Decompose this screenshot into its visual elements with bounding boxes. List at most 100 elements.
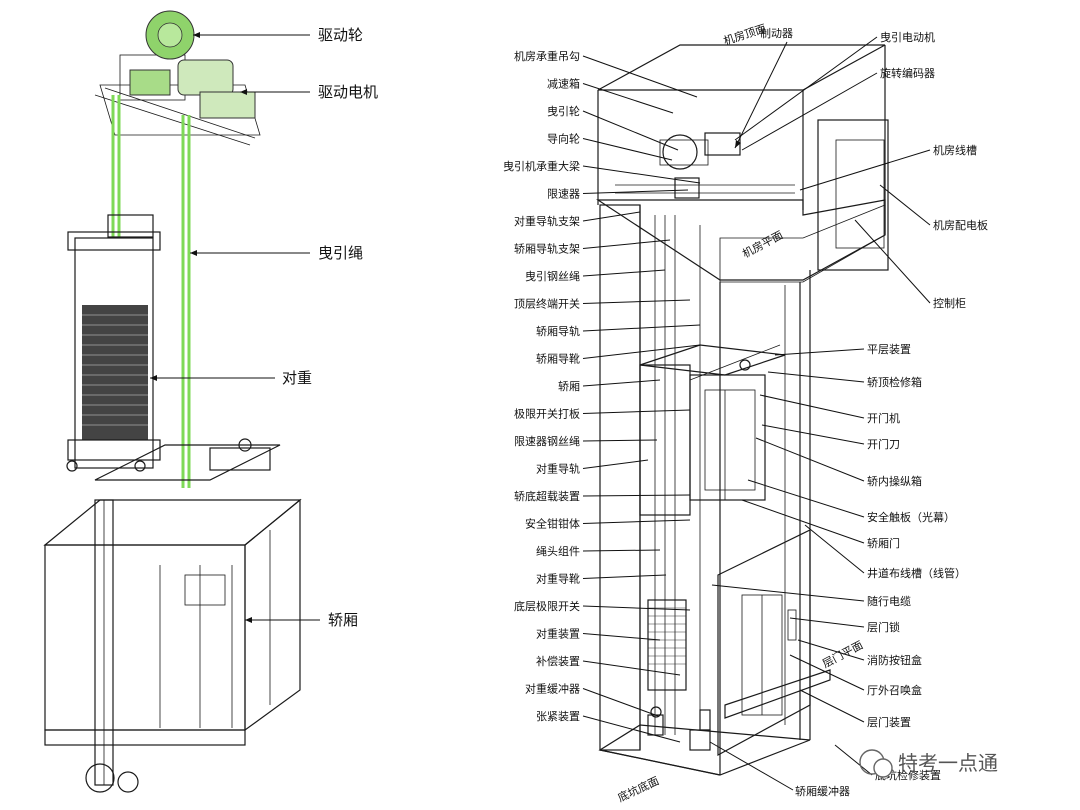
right-left-label-leaders — [582, 55, 701, 743]
leader-left-14 — [582, 439, 658, 442]
landing-door-illustration — [717, 529, 831, 757]
label-left-9: 顶层终端开关 — [514, 297, 580, 311]
label-right-12: 井道布线槽（线管） — [867, 566, 966, 580]
leader-right-7 — [759, 394, 865, 419]
leader-right-1 — [741, 72, 878, 151]
leader-left-16 — [582, 494, 691, 497]
watermark: 特考一点通 — [859, 749, 998, 778]
leader-left-4 — [582, 165, 701, 184]
leader-left-15 — [582, 459, 649, 469]
leader-left-17 — [582, 519, 691, 524]
label-left-5: 限速器 — [547, 188, 580, 201]
leader-left-23 — [582, 688, 659, 717]
label-right-0: 曳引电动机 — [880, 30, 935, 44]
label-car: 轿厢 — [328, 611, 358, 629]
label-left-17: 安全钳钳体 — [525, 517, 580, 531]
leader-left-10 — [582, 324, 701, 332]
right-counterweight-illustration — [647, 599, 687, 691]
label-right-2: 机房线槽 — [933, 143, 977, 157]
leader-left-22 — [582, 660, 681, 676]
label-left-6: 对重导轨支架 — [514, 214, 580, 228]
leader-left-8 — [582, 269, 666, 277]
label-pit-floor: 底坑底面 — [615, 773, 661, 804]
counterweight-illustration — [66, 214, 161, 472]
machine-room-illustration — [595, 44, 889, 283]
leader-left-11 — [582, 344, 701, 359]
leader-right-8 — [761, 424, 865, 445]
label-left-8: 曳引钢丝绳 — [525, 269, 580, 283]
label-traction-rope: 曳引绳 — [318, 244, 363, 262]
leader-right-10 — [747, 479, 865, 518]
leader-left-21 — [582, 633, 661, 641]
label-counterweight: 对重 — [282, 369, 312, 387]
label-left-21: 对重装置 — [536, 627, 580, 641]
leader-left-13 — [582, 409, 691, 414]
right-elevator-drawing: 机房平面 层门平面 底坑底面 机房顶面 制动器 机房承重吊勾减速箱曳引轮导向轮曳… — [503, 21, 988, 805]
leader-left-20 — [582, 605, 691, 611]
label-right-3: 机房配电板 — [933, 218, 988, 232]
label-left-15: 对重导轨 — [536, 462, 580, 476]
label-right-13: 随行电缆 — [867, 594, 911, 608]
leader-right-9 — [755, 437, 865, 482]
label-right-5: 平层装置 — [867, 343, 911, 356]
drive-machine-illustration — [94, 10, 261, 146]
label-right-11: 轿厢门 — [867, 536, 900, 550]
label-right-1: 旋转编码器 — [880, 66, 935, 80]
leader-left-19 — [582, 574, 667, 579]
traction-rope-illustration — [111, 95, 191, 488]
leader-right-4 — [854, 219, 931, 304]
label-right-8: 开门刀 — [867, 437, 900, 451]
leader-right-13 — [711, 584, 865, 602]
leader-right-0 — [734, 36, 878, 141]
car-illustration — [43, 438, 302, 793]
label-drive-wheel: 驱动轮 — [318, 26, 363, 44]
label-right-6: 轿顶检修箱 — [867, 375, 922, 389]
label-brake: 制动器 — [760, 27, 793, 40]
right-right-labels: 曳引电动机旋转编码器机房线槽机房配电板控制柜平层装置轿顶检修箱开门机开门刀轿内操… — [867, 30, 988, 782]
label-machine-room-floor: 机房平面 — [740, 228, 785, 261]
leader-left-12 — [582, 379, 661, 387]
left-elevator-drawing: 驱动轮 驱动电机 曳引绳 对重 轿厢 — [43, 10, 378, 793]
label-left-16: 轿底超载装置 — [514, 489, 580, 503]
label-left-22: 补偿装置 — [536, 654, 580, 668]
leader-right-3 — [879, 184, 931, 226]
label-left-12: 轿厢 — [558, 379, 580, 393]
leader-right-2 — [799, 149, 931, 191]
label-drive-motor: 驱动电机 — [318, 83, 378, 101]
label-right-7: 开门机 — [867, 411, 900, 425]
label-left-11: 轿厢导靴 — [536, 352, 580, 366]
label-left-14: 限速器钢丝绳 — [514, 434, 580, 448]
label-left-3: 导向轮 — [547, 132, 580, 146]
right-left-labels: 机房承重吊勾减速箱曳引轮导向轮曳引机承重大梁限速器对重导轨支架轿厢导轨支架曳引钢… — [503, 49, 580, 723]
label-left-24: 张紧装置 — [536, 710, 580, 723]
label-landing-floor: 层门平面 — [820, 638, 865, 671]
label-left-23: 对重缓冲器 — [525, 682, 580, 696]
leader-left-0 — [582, 55, 698, 98]
right-right-label-leaders — [711, 36, 931, 776]
label-right-14: 层门锁 — [867, 620, 900, 634]
leader-left-5 — [582, 189, 689, 194]
leader-left-6 — [582, 211, 641, 222]
label-left-19: 对重导靴 — [536, 572, 580, 586]
left-label-leaders — [150, 32, 320, 623]
left-labels: 驱动轮 驱动电机 曳引绳 对重 轿厢 — [282, 26, 378, 629]
leader-right-18 — [834, 744, 873, 776]
label-left-10: 轿厢导轨 — [536, 324, 580, 338]
leader-right-12 — [804, 524, 865, 574]
label-car-buffer: 轿厢缓冲器 — [795, 784, 850, 798]
label-left-13: 极限开关打板 — [514, 407, 580, 421]
leader-left-3 — [582, 138, 673, 161]
label-right-10: 安全触板（光幕） — [867, 510, 955, 524]
leader-left-7 — [582, 239, 671, 249]
right-car-illustration — [639, 344, 786, 516]
label-right-17: 层门装置 — [867, 715, 911, 729]
label-left-4: 曳引机承重大梁 — [503, 159, 580, 173]
leader-right-16 — [789, 654, 865, 691]
leader-right-5 — [774, 348, 865, 356]
label-left-2: 曳引轮 — [547, 104, 580, 118]
label-left-20: 底层极限开关 — [514, 599, 580, 613]
label-left-0: 机房承重吊勾 — [514, 49, 580, 63]
leader-left-2 — [582, 110, 679, 151]
